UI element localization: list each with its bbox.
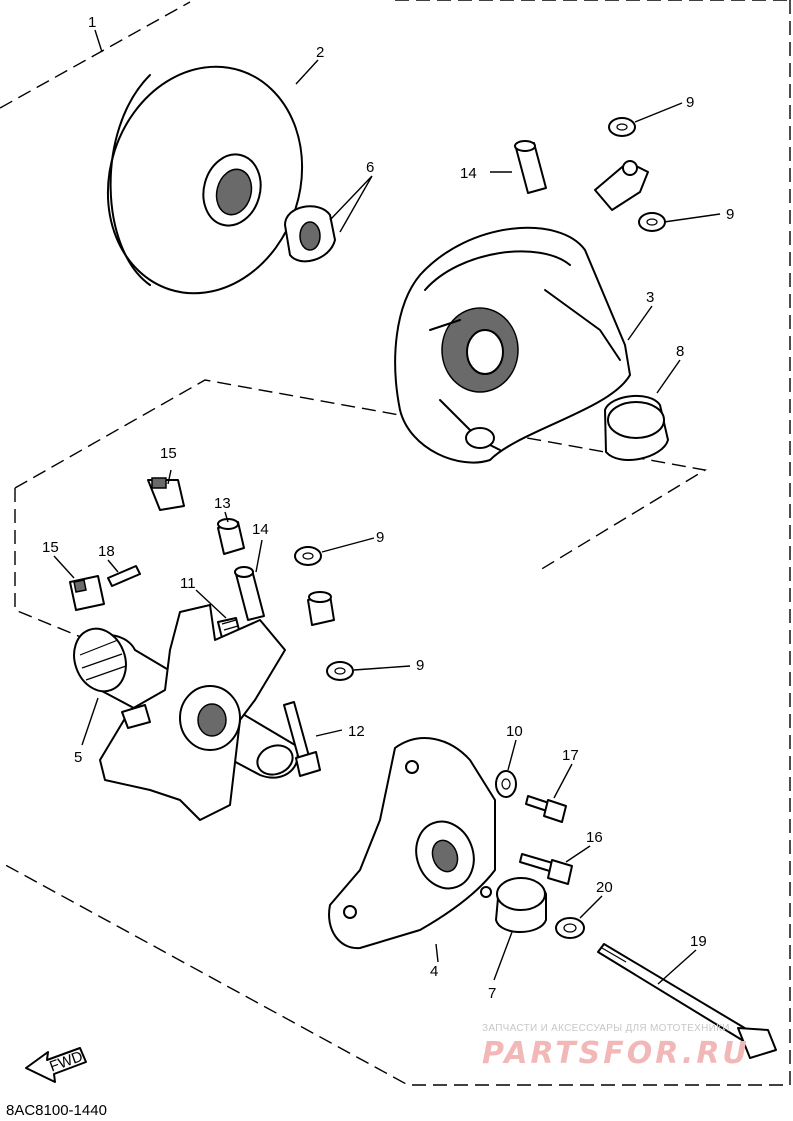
callout-13: 13 — [214, 495, 231, 512]
callout-7: 7 — [488, 985, 496, 1002]
callout-2: 2 — [316, 44, 324, 61]
callout-19: 19 — [690, 933, 707, 950]
assembly-boundary — [0, 0, 791, 1086]
callout-6: 6 — [366, 159, 374, 176]
callout-8: 8 — [676, 343, 684, 360]
pin-lower — [234, 566, 265, 621]
callout-17: 17 — [562, 747, 579, 764]
callout-14-top: 14 — [460, 165, 477, 182]
cover-plate — [328, 737, 496, 950]
callout-9-right: 9 — [726, 206, 734, 223]
roller-7 — [495, 877, 547, 933]
bolt-17 — [525, 795, 567, 823]
washer-20 — [555, 917, 585, 939]
spider-shaft — [73, 604, 299, 821]
long-bolt-19 — [597, 943, 777, 1059]
callout-9-mid: 9 — [376, 529, 384, 546]
pin-upper — [514, 140, 547, 194]
callout-20: 20 — [596, 879, 613, 896]
callout-1: 1 — [88, 14, 96, 31]
callout-14-low: 14 — [252, 521, 269, 538]
leader-lines — [53, 29, 721, 985]
callout-10: 10 — [506, 723, 523, 740]
callout-9-top: 9 — [686, 94, 694, 111]
bolt-16 — [519, 853, 573, 885]
diagram-code: 8AC8100-1440 — [6, 1102, 107, 1119]
callout-16: 16 — [586, 829, 603, 846]
cap-lower — [69, 575, 105, 611]
callout-15-top: 15 — [160, 445, 177, 462]
spring-pin — [107, 565, 141, 587]
fwd-label: FWD — [47, 1048, 85, 1076]
cap-nut — [217, 518, 245, 555]
sliding-sheave — [394, 226, 631, 464]
callout-18: 18 — [98, 543, 115, 560]
callout-4: 4 — [430, 963, 438, 980]
slider-pieces — [284, 205, 336, 263]
cam-weight — [594, 160, 649, 211]
collar — [307, 591, 335, 626]
cap-upper — [147, 477, 185, 511]
sheave-disc — [106, 65, 304, 295]
fwd-arrow-icon: FWD — [25, 1047, 87, 1083]
callout-15-low: 15 — [42, 539, 59, 556]
callout-9-low: 9 — [416, 657, 424, 674]
washer-10 — [495, 770, 517, 798]
callout-3: 3 — [646, 289, 654, 306]
callout-5: 5 — [74, 749, 82, 766]
callout-12: 12 — [348, 723, 365, 740]
bushing — [604, 394, 669, 461]
callout-11: 11 — [180, 575, 196, 592]
washers — [294, 117, 666, 681]
bolt-12 — [283, 701, 321, 777]
